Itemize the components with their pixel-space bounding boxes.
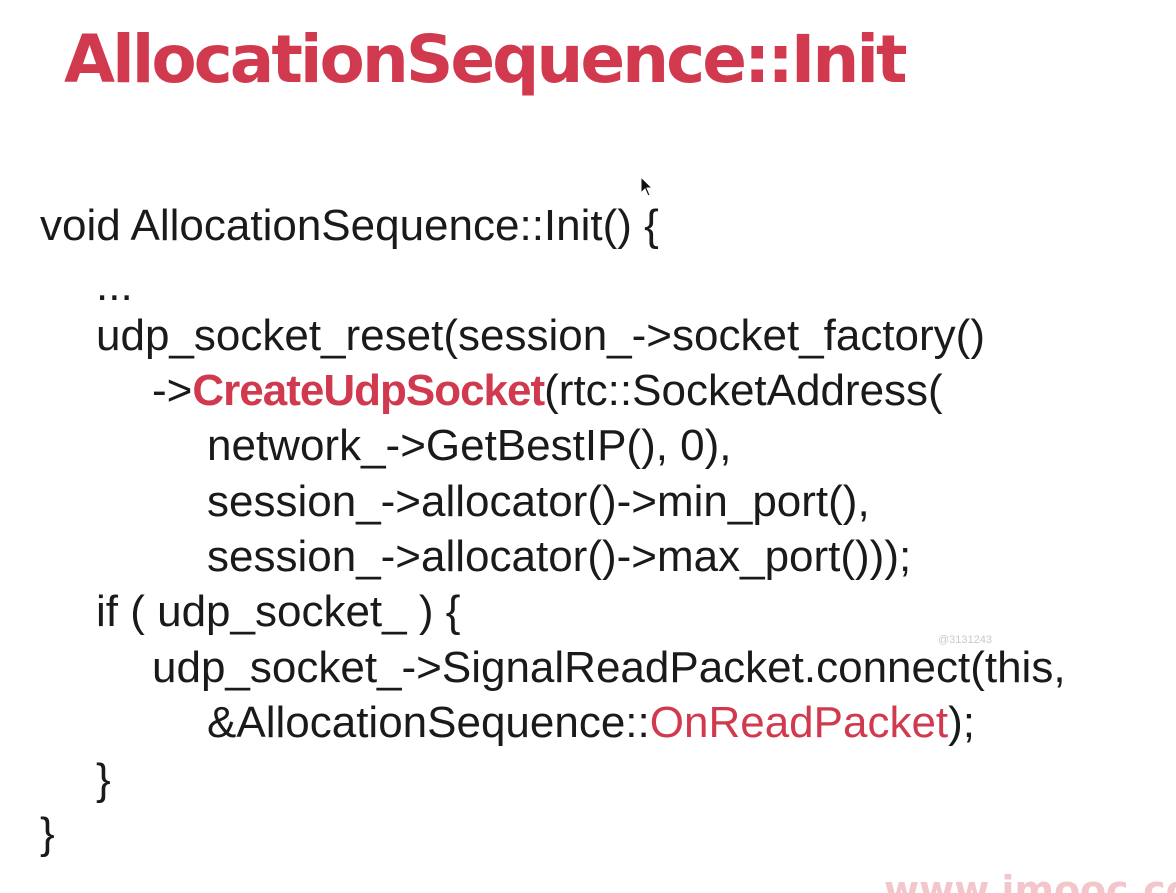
code-text: );: [948, 698, 976, 747]
code-line: if ( udp_socket_ ) {: [96, 587, 461, 636]
code-line: session_->allocator()->max_port()));: [207, 532, 912, 581]
code-line: void AllocationSequence::Init() {: [40, 201, 659, 250]
code-line: }: [96, 755, 111, 804]
code-line: session_->allocator()->min_port(),: [207, 477, 870, 526]
code-line: ->CreateUdpSocket(rtc::SocketAddress(: [152, 363, 943, 419]
highlighted-function: CreateUdpSocket: [192, 366, 545, 415]
slide-title: AllocationSequence::Init: [64, 21, 907, 98]
brand-watermark: www.imooc.co: [884, 868, 1176, 893]
code-text: ->: [152, 366, 193, 415]
code-line: udp_socket_reset(session_->socket_factor…: [96, 311, 985, 360]
code-line: network_->GetBestIP(), 0),: [207, 421, 732, 470]
code-text: (rtc::SocketAddress(: [544, 366, 943, 415]
code-line: &AllocationSequence::OnReadPacket);: [207, 695, 975, 751]
mouse-pointer-icon: [640, 175, 654, 198]
code-line: ...: [96, 261, 133, 310]
code-line: }: [40, 809, 55, 858]
code-line: udp_socket_->SignalReadPacket.connect(th…: [152, 643, 1066, 692]
watermark: @3131243: [938, 634, 992, 646]
highlighted-callback: OnReadPacket: [649, 698, 949, 747]
code-text: &AllocationSequence::: [207, 698, 650, 747]
